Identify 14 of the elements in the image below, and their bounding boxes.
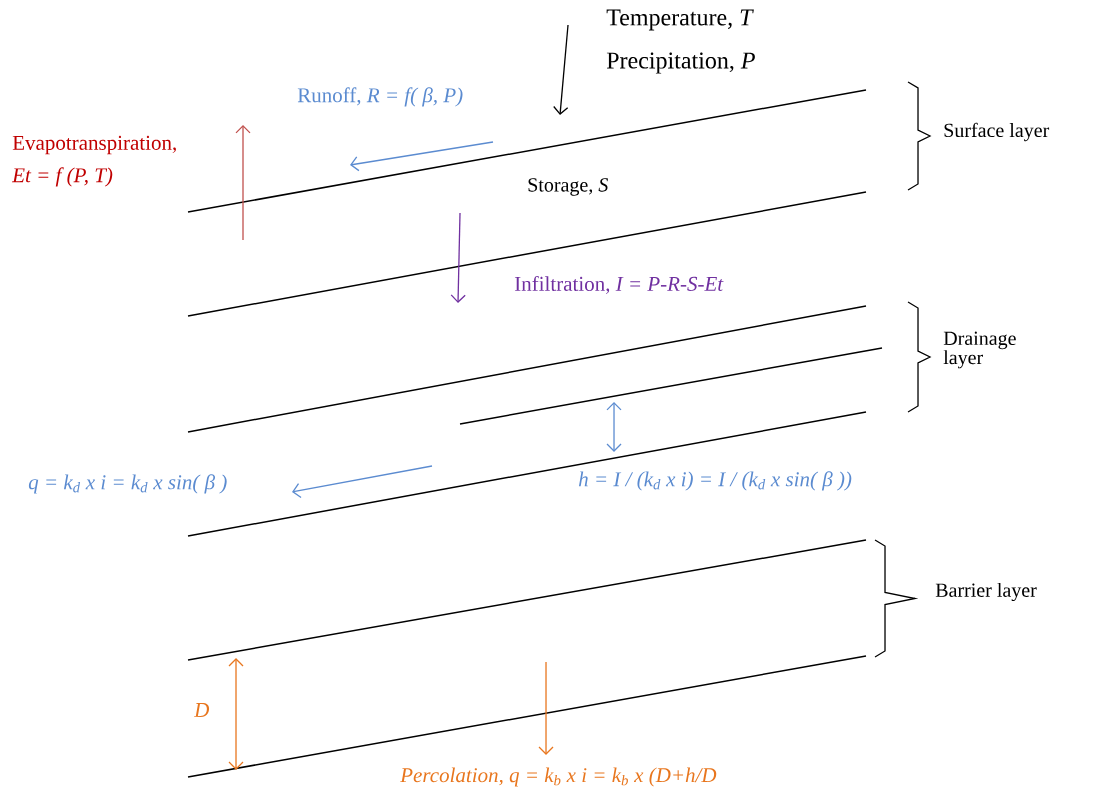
annotation-text: Temperature, T [606,9,754,31]
annotation-text: Percolation, q = k$_{b}$ x i = k$_{b}$ x (D+h/D [400,767,717,787]
annotation-text: Runoff, R = f( β, P) [297,87,463,107]
annotation-text: Drainage layer [943,331,1016,369]
annotation-text: Precipitation, P [606,52,755,74]
annotation-text: Surface layer [944,122,1050,142]
annotation-text: Et = f (P, T) [11,167,113,187]
annotation-text: Barrier layer [935,582,1037,602]
annotation-text: h = I / (k$_{d}$ x i) = I / (k$_{d}$ x sin( β )) [578,471,852,491]
annotation-text: D [193,703,210,717]
annotation-text: q = k$_{d}$ x i = k$_{d}$ x sin( β ) [28,474,227,494]
annotation-text: Storage, S [528,178,608,196]
annotation-text: Evapotranspiration, [12,135,176,155]
annotation-text: Infiltration, I = P-R-S-Et [514,276,724,294]
